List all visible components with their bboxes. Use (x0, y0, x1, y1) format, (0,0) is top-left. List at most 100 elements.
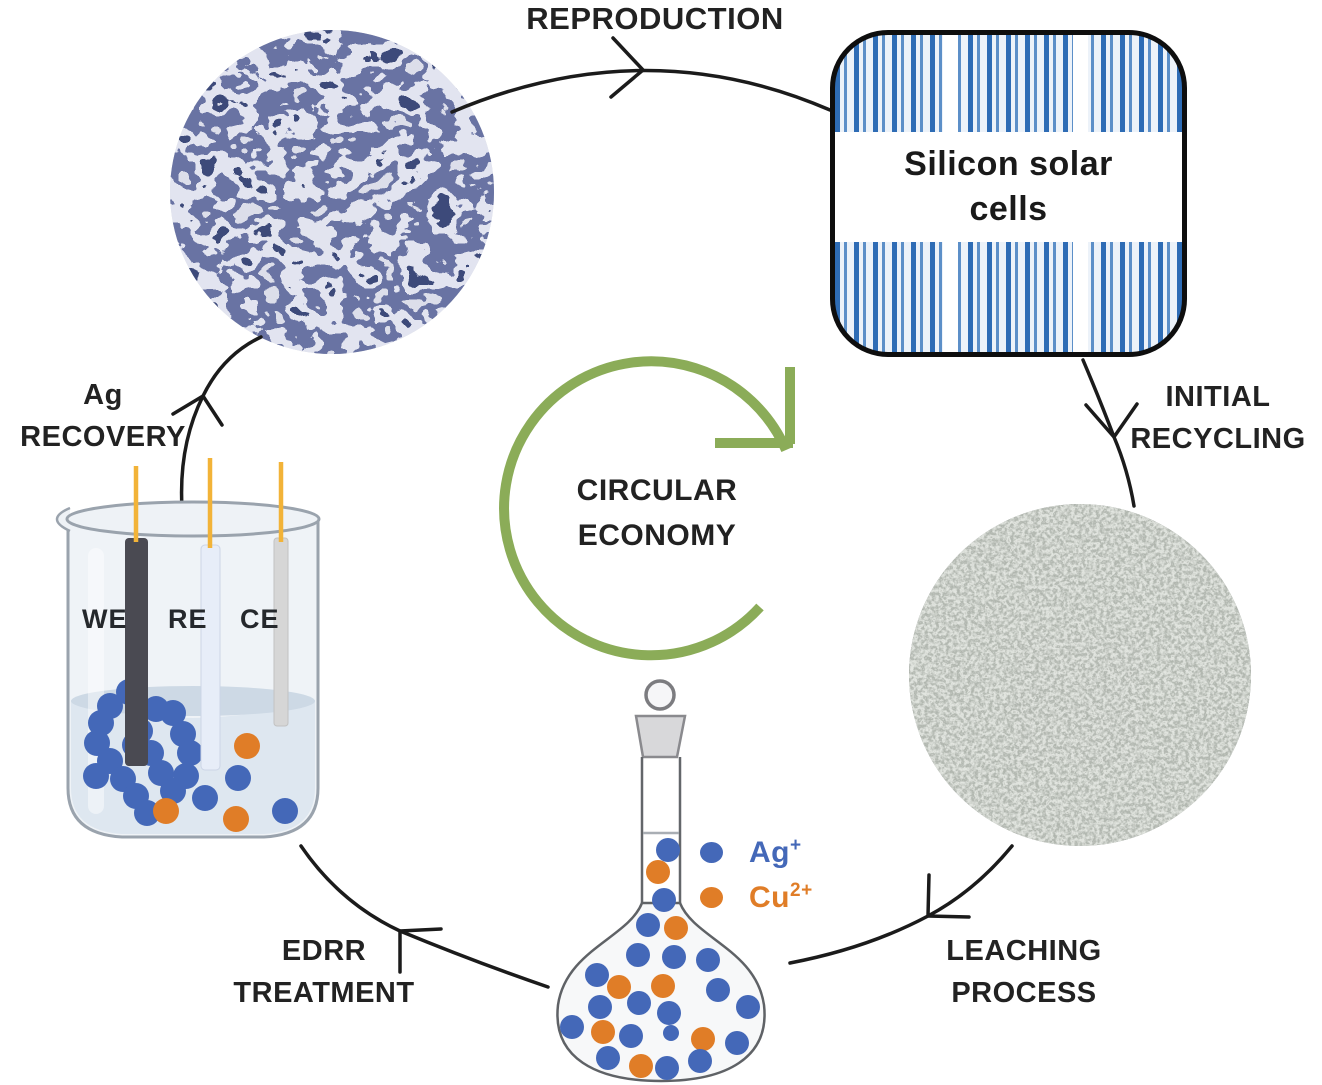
ag-ion-label: Ag+ (749, 835, 802, 870)
circular-economy-line1: CIRCULAR (576, 474, 738, 507)
label-leaching-process: LEACHING PROCESS (914, 930, 1134, 1014)
reproduction-text: REPRODUCTION (526, 1, 784, 36)
ag-ion-dot-icon (700, 842, 723, 863)
silicon-solar-cells-box: Silicon solar cells (830, 30, 1187, 357)
ag-ion-dot (657, 1001, 681, 1025)
gravel-photo-texture (909, 504, 1251, 846)
ag-ion-dot (696, 948, 720, 972)
ag-ion-dot (652, 888, 676, 912)
ce-label: CE (240, 604, 280, 634)
leaching-line1: LEACHING (946, 935, 1102, 967)
cu-symbol: Cu (749, 881, 790, 914)
edrr-line2: TREATMENT (233, 977, 415, 1009)
ag-ion-dot (588, 995, 612, 1019)
cu-ion-dot (691, 1027, 715, 1051)
electrode-wires (133, 458, 284, 548)
ag-ion-dot (662, 945, 686, 969)
beaker-rim (65, 500, 321, 538)
cu-ion-dot (607, 975, 631, 999)
label-circular-economy: CIRCULAR ECONOMY (542, 468, 772, 558)
ag-recovery-line1: Ag (83, 379, 123, 411)
circular-economy-line2: ECONOMY (577, 519, 737, 552)
cu-ion-dot (591, 1020, 615, 1044)
re-label: RE (168, 604, 208, 634)
arrow-edrr (299, 844, 550, 989)
ag-ion-dot (160, 778, 186, 804)
ag-ion-dot (596, 1046, 620, 1070)
flask-stopper (634, 714, 687, 759)
initial-recycling-line1: INITIAL (1165, 381, 1271, 413)
ag-ion-dot (134, 800, 160, 826)
silver-photo-blue-tint (170, 30, 494, 354)
ag-ion-dot (663, 1025, 679, 1041)
ag-ion-dot (636, 913, 660, 937)
circular-arrow-arc (499, 356, 791, 661)
electrochemical-beaker: WE RE CE (55, 458, 321, 839)
cu-ion-dot (651, 974, 675, 998)
label-reproduction: REPRODUCTION (455, 0, 855, 40)
arrow-initial-recycling-head (1084, 402, 1139, 439)
flask-neck (640, 757, 682, 905)
arrow-leaching-head (926, 873, 971, 919)
initial-recycling-line2: RECYCLING (1130, 423, 1306, 455)
ag-ion-dot (160, 700, 186, 726)
cu-ion-dot (629, 1054, 653, 1078)
edrr-line1: EDRR (281, 935, 367, 967)
solar-box-label-line2: cells (969, 190, 1048, 228)
circular-arrow-head (715, 367, 795, 448)
ag-ion-dot (627, 991, 651, 1015)
ag-ion-dot (725, 1031, 749, 1055)
ag-charge: + (790, 835, 802, 856)
ag-ion-dot (736, 995, 760, 1019)
leaching-line2: PROCESS (951, 977, 1097, 1009)
legend-row-ag: Ag+ (700, 830, 813, 875)
flask-stopper-ring (644, 679, 676, 711)
solar-box-label-line1: Silicon solar (904, 145, 1113, 183)
ag-recovery-line2: RECOVERY (20, 421, 186, 453)
silver-photo-texture (170, 30, 494, 354)
cu-charge: 2+ (790, 880, 813, 901)
ag-symbol: Ag (749, 836, 790, 869)
ag-ion-dot (560, 1015, 584, 1039)
cu-ion-label: Cu2+ (749, 880, 813, 915)
ag-ion-dot (656, 838, 680, 862)
reference-electrode (200, 544, 221, 771)
working-electrode (125, 538, 148, 766)
cu-ion-dot (153, 798, 179, 824)
leaching-flask (556, 679, 766, 1083)
we-label: WE (82, 604, 128, 634)
solar-label-band: Silicon solar cells (835, 132, 1182, 242)
arrow-reproduction-head (609, 36, 645, 99)
label-edrr-treatment: EDRR TREATMENT (214, 930, 434, 1014)
legend-row-cu: Cu2+ (700, 875, 813, 920)
arrow-edrr-head (398, 927, 443, 974)
arrow-leaching (788, 844, 1014, 965)
ag-ion-dot (585, 963, 609, 987)
label-initial-recycling: INITIAL RECYCLING (1114, 376, 1322, 460)
ag-ion-dot (706, 978, 730, 1002)
ag-ion-dot (83, 763, 109, 789)
ion-legend: Ag+ Cu2+ (700, 830, 813, 920)
cu-ion-dot (664, 916, 688, 940)
cu-ion-dot (234, 733, 260, 759)
beaker-spout (55, 506, 71, 533)
cu-ion-dot (646, 860, 670, 884)
ag-ion-dot (688, 1049, 712, 1073)
arrow-ag-recovery-head (171, 394, 224, 427)
ag-ion-dot (619, 1024, 643, 1048)
ag-ion-dot (272, 798, 298, 824)
ag-ion-dot (177, 740, 203, 766)
arrow-initial-recycling (1081, 358, 1136, 508)
flask-ion-dots (560, 838, 760, 1080)
ag-ion-dot (225, 765, 251, 791)
ag-ion-dot (192, 785, 218, 811)
cu-ion-dot-icon (700, 887, 723, 908)
ag-ion-dot (655, 1056, 679, 1080)
crushed-silicon-photo (909, 504, 1251, 846)
ag-ion-dot (88, 710, 114, 736)
circular-economy-arrow (499, 356, 795, 661)
ag-ion-dot (626, 943, 650, 967)
arrow-reproduction (450, 68, 832, 114)
